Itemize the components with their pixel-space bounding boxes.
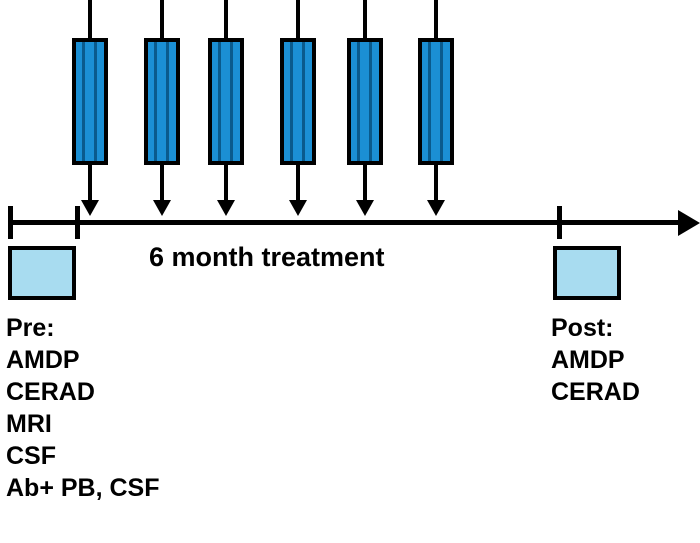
infusion-arrow-shaft-2 (160, 163, 164, 205)
infusion-stem-6 (434, 0, 438, 40)
infusion-arrow-shaft-3 (224, 163, 228, 205)
pre-label-mri: MRI (6, 410, 52, 438)
post-assessment-labels: Post: AMDP CERAD (551, 312, 640, 408)
timeline-tick-start (8, 206, 13, 239)
timeline-arrow-head (678, 210, 700, 236)
infusion-vial-3 (208, 38, 244, 165)
vial-inner-line-right (440, 42, 443, 161)
vial-inner-line-right (369, 42, 372, 161)
pre-label-csf: CSF (6, 442, 56, 470)
vial-inner-line-right (230, 42, 233, 161)
vial-inner-line-left (428, 42, 431, 161)
post-label-amdp: AMDP (551, 346, 625, 374)
vial-inner-line-right (94, 42, 97, 161)
infusion-stem-2 (160, 0, 164, 40)
infusion-vial-1 (72, 38, 108, 165)
infusion-arrow-shaft-1 (88, 163, 92, 205)
infusion-stem-1 (88, 0, 92, 40)
pre-label-title: Pre: (6, 314, 55, 342)
treatment-period-label: 6 month treatment (149, 242, 385, 272)
vial-inner-line-left (218, 42, 221, 161)
vial-inner-line-right (166, 42, 169, 161)
infusion-arrow-head-2 (153, 200, 171, 216)
infusion-arrow-head-5 (356, 200, 374, 216)
infusion-vial-4 (280, 38, 316, 165)
timeline-tick-treatment-start (75, 206, 80, 239)
post-label-cerad: CERAD (551, 378, 640, 406)
infusion-arrow-head-1 (81, 200, 99, 216)
vial-inner-line-left (290, 42, 293, 161)
pre-assessment-labels: Pre: AMDP CERAD MRI CSF Ab+ PB, CSF (6, 312, 160, 504)
infusion-arrow-shaft-6 (434, 163, 438, 205)
pre-label-cerad: CERAD (6, 378, 95, 406)
infusion-arrow-shaft-4 (296, 163, 300, 205)
post-assessment-box (553, 246, 621, 300)
timeline-tick-treatment-end (557, 206, 562, 239)
pre-label-amdp: AMDP (6, 346, 80, 374)
infusion-arrow-shaft-5 (363, 163, 367, 205)
infusion-stem-3 (224, 0, 228, 40)
infusion-stem-5 (363, 0, 367, 40)
post-label-title: Post: (551, 314, 614, 342)
pre-label-abpbcsf: Ab+ PB, CSF (6, 474, 160, 502)
vial-inner-line-left (357, 42, 360, 161)
infusion-vial-6 (418, 38, 454, 165)
infusion-stem-4 (296, 0, 300, 40)
infusion-vial-2 (144, 38, 180, 165)
pre-assessment-box (8, 246, 76, 300)
infusion-arrow-head-6 (427, 200, 445, 216)
vial-inner-line-left (82, 42, 85, 161)
infusion-arrow-head-3 (217, 200, 235, 216)
timeline-axis (8, 220, 680, 225)
infusion-vial-5 (347, 38, 383, 165)
vial-inner-line-right (302, 42, 305, 161)
infusion-arrow-head-4 (289, 200, 307, 216)
vial-inner-line-left (154, 42, 157, 161)
